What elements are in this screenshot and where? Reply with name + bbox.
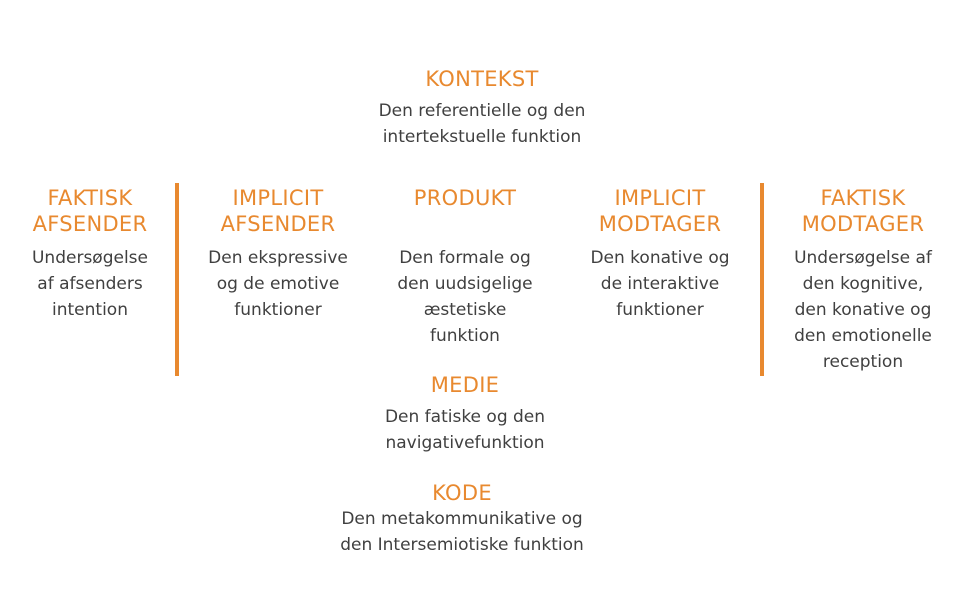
implicit-receiver-block: IMPLICIT MODTAGER Den konative og de int… — [570, 185, 750, 323]
product-description: Den formale og den uudsigelige æstetiske… — [397, 248, 533, 346]
code-block: KODE Den metakommunikative og den Inters… — [262, 480, 662, 558]
right-divider — [760, 183, 764, 376]
context-block: KONTEKST Den referentielle og den intert… — [282, 66, 682, 150]
factual-sender-description: Undersøgelse af afsenders intention — [31, 248, 148, 320]
factual-receiver-title: FAKTISK MODTAGER — [801, 186, 925, 236]
implicit-sender-description: Den ekspressive og de emotive funktioner — [208, 248, 348, 320]
product-title: PRODUKT — [413, 186, 517, 210]
factual-receiver-block: FAKTISK MODTAGER Undersøgelse af den kog… — [772, 185, 954, 375]
code-description: Den metakommunikative og den Intersemiot… — [340, 509, 584, 555]
code-title: KODE — [432, 481, 492, 505]
medium-block: MEDIE Den fatiske og den navigativefunkt… — [315, 372, 615, 456]
medium-title: MEDIE — [430, 373, 500, 397]
implicit-receiver-title: IMPLICIT MODTAGER — [598, 186, 722, 236]
factual-receiver-description: Undersøgelse af den kognitive, den konat… — [794, 248, 932, 372]
left-divider — [175, 183, 179, 376]
implicit-sender-title: IMPLICIT AFSENDER — [220, 186, 336, 236]
factual-sender-block: FAKTISK AFSENDER Undersøgelse af afsende… — [10, 185, 170, 323]
context-title: KONTEKST — [425, 67, 539, 91]
context-description: Den referentielle og den intertekstuelle… — [378, 101, 586, 147]
implicit-receiver-description: Den konative og de interaktive funktione… — [590, 248, 730, 320]
product-block: PRODUKT Den formale og den uudsigelige æ… — [375, 185, 555, 349]
factual-sender-title: FAKTISK AFSENDER — [32, 186, 148, 236]
implicit-sender-block: IMPLICIT AFSENDER Den ekspressive og de … — [188, 185, 368, 323]
medium-description: Den fatiske og den navigativefunktion — [384, 407, 546, 453]
